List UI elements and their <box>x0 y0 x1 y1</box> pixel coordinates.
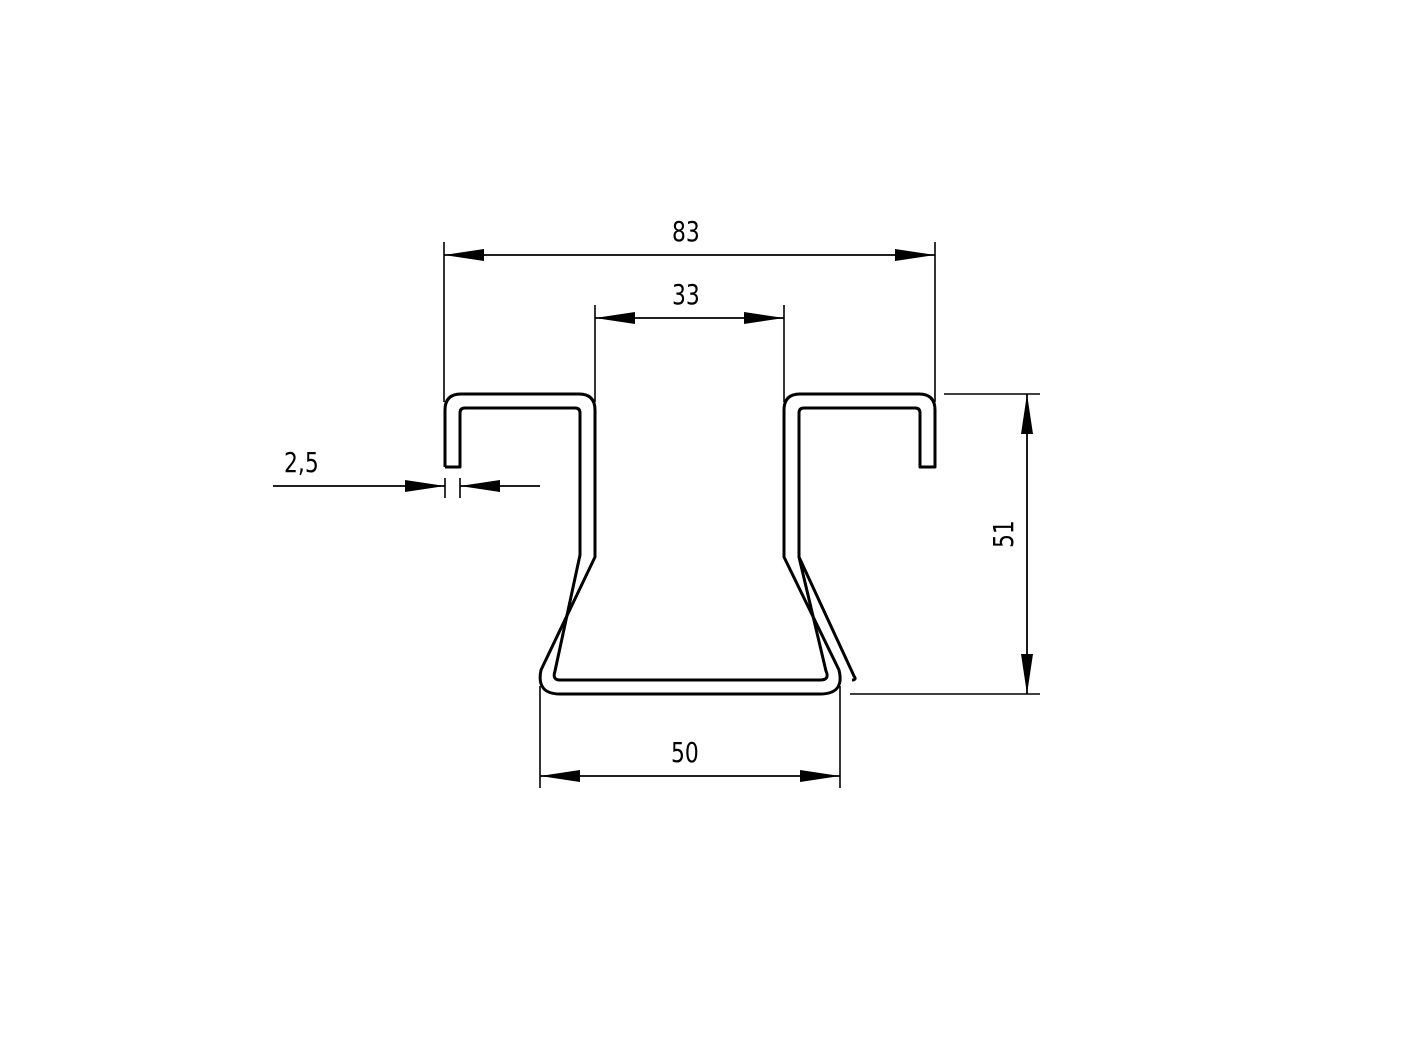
dim-label-height: 51 <box>987 520 1020 548</box>
extension-lines <box>443 242 1040 788</box>
profile-shape <box>443 392 937 696</box>
profile-inner-edge <box>445 406 829 682</box>
dim-label-bottom-width: 50 <box>671 736 699 769</box>
dim-label-overall-width: 83 <box>672 215 700 248</box>
dim-label-opening-width: 33 <box>672 278 700 311</box>
dim-label-thickness: 2,5 <box>284 446 319 479</box>
dimension-lines <box>273 249 1033 782</box>
profile-outer-edge <box>443 392 937 696</box>
